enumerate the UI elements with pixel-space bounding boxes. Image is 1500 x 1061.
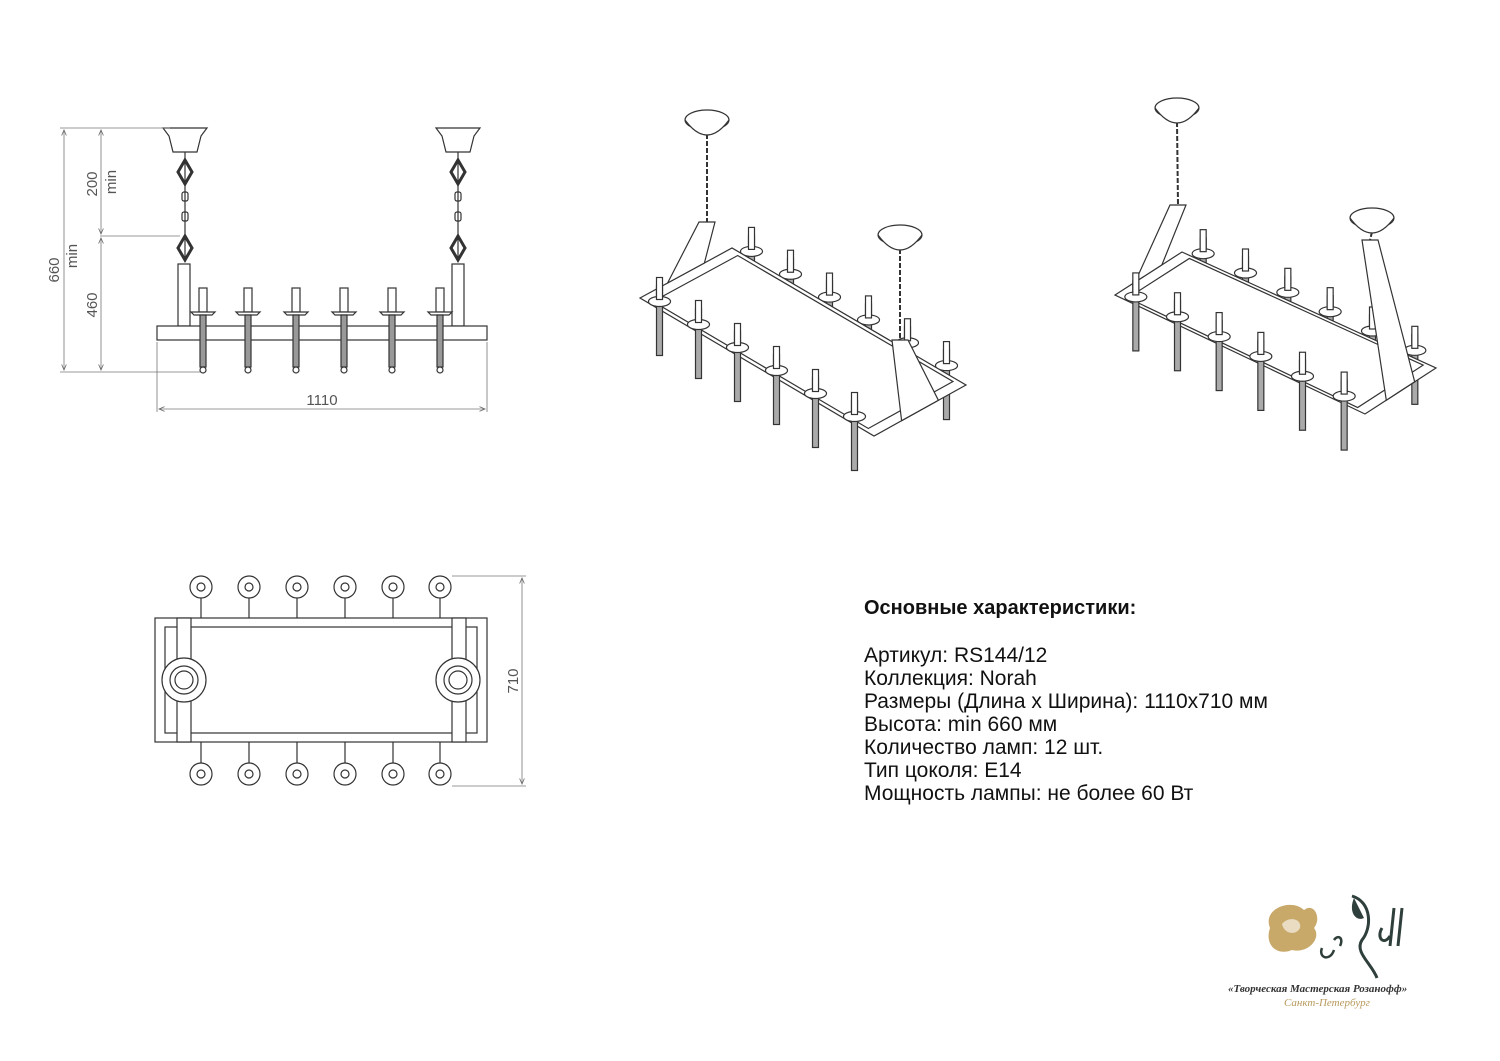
candle — [1332, 371, 1356, 451]
spec-power: Мощность лампы: не более 60 Вт — [864, 782, 1194, 805]
ceiling-canopy — [1349, 217, 1395, 234]
candle — [1290, 351, 1315, 431]
front-view — [156, 127, 488, 374]
ceiling-canopy — [1154, 107, 1200, 124]
pyramid-support — [1361, 239, 1416, 402]
dim-length: 1110 — [306, 392, 337, 409]
rose-logo-icon — [1268, 894, 1404, 979]
brand-logo: «Творческая Мастерская Розанофф» Санкт-П… — [1222, 888, 1458, 1018]
post — [177, 263, 191, 327]
candle — [1207, 311, 1231, 392]
frame-inner — [651, 254, 955, 430]
candle-cup — [237, 575, 261, 618]
ceiling-canopy — [877, 234, 923, 251]
candle — [330, 287, 358, 374]
post — [451, 263, 465, 327]
chain — [1176, 121, 1179, 206]
candle-cup — [189, 575, 213, 618]
candle — [803, 368, 828, 449]
candle-cup — [381, 742, 405, 786]
isometric-view-1 — [638, 109, 968, 472]
candle — [1124, 272, 1148, 352]
candle-cup — [285, 575, 309, 618]
candle — [725, 322, 750, 403]
candle-cup — [333, 575, 357, 618]
spec-article: Артикул: RS144/12 — [864, 644, 1048, 667]
hanger — [434, 127, 482, 327]
top-dimensions — [452, 575, 526, 787]
specs-title: Основные характеристики: — [864, 597, 1137, 619]
candle-cup — [428, 742, 452, 786]
candle-cup — [285, 742, 309, 786]
candle — [282, 287, 310, 374]
dim-total-height: 660 — [46, 257, 63, 282]
isometric-view-2 — [1113, 97, 1438, 451]
logo-city: Санкт-Петербург — [1284, 997, 1370, 1009]
logo-company-name: «Творческая Мастерская Розанофф» — [1228, 983, 1408, 995]
dim-chain-length-note: min — [103, 170, 120, 194]
candle-cup — [189, 742, 213, 786]
candle — [764, 345, 789, 426]
candle — [189, 287, 217, 374]
candle-cup — [381, 575, 405, 618]
dim-body-height: 460 — [84, 292, 101, 317]
dim-width: 710 — [505, 668, 522, 693]
top-view — [154, 575, 488, 786]
spec-lamp-count: Количество ламп: 12 шт. — [864, 736, 1104, 759]
ceiling-canopy — [434, 127, 482, 153]
candle — [647, 276, 672, 357]
candle — [842, 391, 867, 472]
candle — [426, 287, 454, 374]
dim-total-height-note: min — [64, 244, 81, 268]
candle — [686, 299, 711, 380]
pyramid-support — [1133, 204, 1187, 284]
spec-height: Высота: min 660 мм — [864, 713, 1058, 736]
spec-collection: Коллекция: Norah — [864, 667, 1037, 690]
candle-cup — [333, 742, 357, 786]
candle — [234, 287, 262, 374]
specifications: Основные характеристики: Артикул: RS144/… — [864, 597, 1268, 805]
candle — [378, 287, 406, 374]
spec-socket: Тип цоколя: E14 — [864, 759, 1022, 782]
ceiling-canopy — [684, 119, 730, 136]
candle-cup — [428, 575, 452, 618]
dim-chain-length: 200 — [84, 171, 101, 196]
candle — [1249, 331, 1273, 412]
pyramid-support — [666, 221, 716, 285]
candle-cup — [237, 742, 261, 786]
pyramid-support — [891, 339, 940, 422]
front-dimensions — [60, 127, 488, 412]
candle — [1165, 292, 1190, 372]
hanger — [161, 127, 209, 327]
frame-inner — [1126, 257, 1425, 409]
ceiling-canopy — [161, 127, 209, 153]
spec-size: Размеры (Длина х Ширина): 1110х710 мм — [864, 690, 1268, 713]
front-bar — [156, 325, 488, 341]
